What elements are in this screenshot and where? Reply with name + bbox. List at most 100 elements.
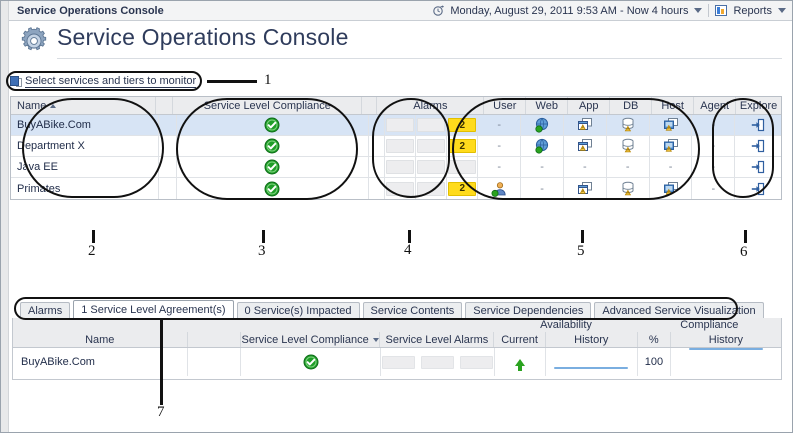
tier-cell-app[interactable]	[564, 136, 607, 156]
alarm-count-badge[interactable]: 2	[448, 139, 477, 153]
service-name-cell[interactable]: Department X	[11, 136, 160, 156]
column-header-availability-history[interactable]: History	[546, 332, 638, 347]
service-name-cell[interactable]: BuyABike.Com	[13, 348, 189, 376]
column-header-agent[interactable]: Agent	[694, 97, 737, 114]
tier-cell-app[interactable]	[564, 178, 607, 199]
tier-cell-host[interactable]	[650, 178, 693, 199]
sla-alarm-box-3[interactable]	[459, 355, 493, 369]
column-header-compliance-pct[interactable]: %	[638, 332, 671, 347]
tier-cell-web[interactable]	[521, 136, 564, 156]
service-name-cell[interactable]: Primates	[11, 178, 160, 199]
callout-leader-3	[262, 230, 265, 243]
column-header-db[interactable]: DB	[610, 97, 653, 114]
callout-number-5: 5	[577, 243, 585, 259]
tab-0-service-s-impacted[interactable]: 0 Service(s) Impacted	[236, 302, 360, 319]
tier-cell-db[interactable]	[607, 136, 650, 156]
service-name-cell[interactable]: Java EE	[11, 157, 160, 177]
db-warning-icon	[620, 181, 636, 197]
column-header-alarms[interactable]: Alarms	[377, 97, 485, 114]
column-header-spacer-bottom	[188, 332, 241, 347]
window-title: Service Operations Console	[17, 5, 164, 17]
tier-cell-agent[interactable]: -	[692, 115, 736, 135]
tier-cell-host[interactable]	[650, 115, 693, 135]
tier-cell-agent[interactable]: -	[692, 136, 736, 156]
alarm-cell-2[interactable]	[416, 178, 448, 199]
time-range-label[interactable]: Monday, August 29, 2011 9:53 AM - Now 4 …	[450, 4, 689, 17]
column-header-service-level-alarms[interactable]: Service Level Alarms	[380, 332, 495, 347]
tier-cell-user[interactable]: -	[478, 115, 522, 135]
column-header-name-bottom[interactable]: Name	[13, 332, 188, 347]
host-warning-icon	[663, 138, 679, 154]
tab-advanced-service-visualization[interactable]: Advanced Service Visualization	[594, 302, 764, 319]
explore-cell[interactable]	[735, 136, 781, 156]
group-spacer-sla	[380, 318, 494, 332]
tab-service-contents[interactable]: Service Contents	[362, 302, 463, 319]
ok-icon	[303, 354, 319, 370]
select-services-label[interactable]: Select services and tiers to monitor	[25, 75, 197, 88]
column-header-current[interactable]: Current	[494, 332, 546, 347]
tier-cell-user[interactable]: -	[478, 136, 522, 156]
tier-cell-user[interactable]: -	[478, 157, 522, 177]
tab-alarms[interactable]: Alarms	[20, 302, 71, 319]
tier-empty: -	[625, 161, 630, 173]
service-level-alarms-cell[interactable]	[381, 348, 495, 376]
alarm-empty-box	[385, 118, 414, 132]
column-header-host[interactable]: Host	[652, 97, 695, 114]
column-header-compliance-history[interactable]: History	[708, 333, 744, 346]
alarm-cell-3[interactable]	[447, 157, 479, 177]
alarm-cell-1[interactable]	[385, 115, 416, 135]
tier-cell-user[interactable]	[478, 178, 522, 199]
alarm-cell-3[interactable]: 2	[447, 136, 479, 156]
alarm-cell-2[interactable]	[416, 115, 448, 135]
column-header-user[interactable]: User	[484, 97, 527, 114]
explore-icon	[750, 117, 766, 133]
tier-cell-agent[interactable]: -	[692, 157, 736, 177]
time-range-chevron-down-icon[interactable]	[694, 8, 703, 13]
tier-cell-agent[interactable]: -	[692, 178, 736, 199]
column-header-service-level-compliance-bottom[interactable]: Service Level Compliance	[241, 332, 381, 347]
tab-1-service-level-agreement-s[interactable]: 1 Service Level Agreement(s)	[73, 300, 234, 319]
alarm-cell-3[interactable]: 2	[447, 115, 479, 135]
table-row[interactable]: Java EE------	[11, 157, 781, 178]
reports-icon	[715, 5, 728, 16]
service-name-cell[interactable]: BuyABike.Com	[11, 115, 160, 135]
alarm-cell-2[interactable]	[416, 136, 448, 156]
alarm-cell-1[interactable]	[385, 157, 416, 177]
alarm-cell-1[interactable]	[385, 136, 416, 156]
column-header-web[interactable]: Web	[526, 97, 569, 114]
explore-cell[interactable]	[735, 115, 781, 135]
arrow-up-icon	[514, 358, 525, 371]
tier-cell-host[interactable]	[650, 136, 693, 156]
tier-cell-db[interactable]	[607, 115, 650, 135]
alarm-count-badge[interactable]: 2	[448, 181, 477, 196]
alarm-cell-2[interactable]	[416, 157, 448, 177]
column-header-name[interactable]: Name	[11, 97, 157, 114]
tier-cell-db[interactable]	[607, 178, 650, 199]
compliance-cell	[177, 136, 370, 156]
tier-cell-host[interactable]: -	[650, 157, 693, 177]
sla-alarm-box-2[interactable]	[420, 355, 454, 369]
tier-cell-web[interactable]	[521, 115, 564, 135]
select-services-bar[interactable]: Select services and tiers to monitor	[10, 74, 225, 89]
alarm-empty-box	[417, 181, 446, 196]
reports-chevron-down-icon[interactable]	[778, 8, 786, 13]
alarm-cell-3[interactable]: 2	[447, 178, 479, 199]
column-header-service-level-compliance[interactable]: Service Level Compliance	[173, 97, 363, 114]
alarm-cell-1[interactable]	[385, 178, 416, 199]
alarm-count-badge[interactable]: 2	[448, 118, 477, 132]
tier-cell-app[interactable]	[564, 115, 607, 135]
reports-label[interactable]: Reports	[733, 4, 772, 17]
table-row[interactable]: Primates 2 - -	[11, 178, 781, 199]
tier-cell-web[interactable]: -	[521, 157, 564, 177]
explore-cell[interactable]	[735, 178, 781, 199]
sla-alarm-box-1[interactable]	[381, 355, 415, 369]
tier-cell-app[interactable]: -	[564, 157, 607, 177]
explore-cell[interactable]	[735, 157, 781, 177]
tier-cell-db[interactable]: -	[607, 157, 650, 177]
column-header-app[interactable]: App	[568, 97, 611, 114]
tier-cell-web[interactable]: -	[521, 178, 564, 199]
tab-service-dependencies[interactable]: Service Dependencies	[465, 302, 592, 319]
